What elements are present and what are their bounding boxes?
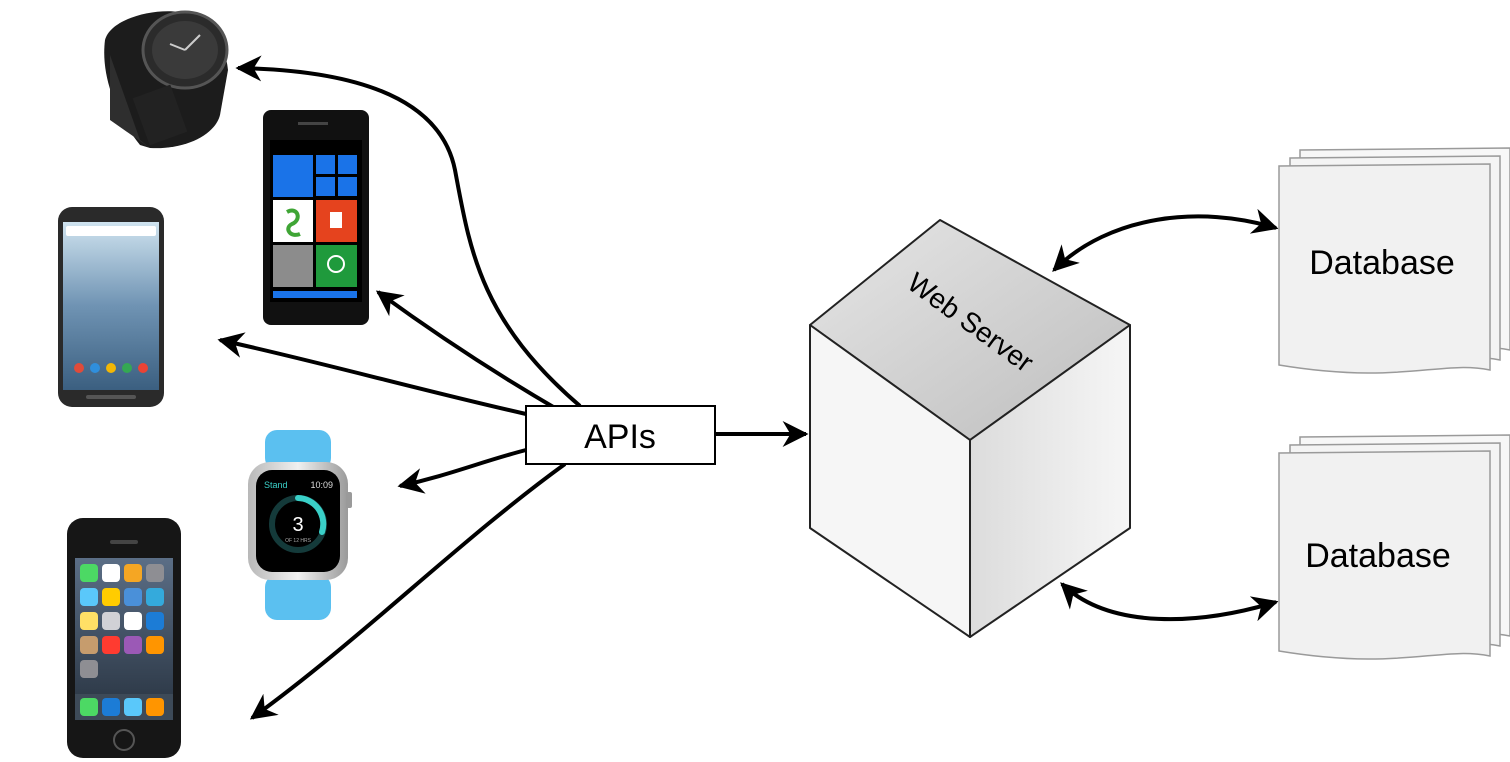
- arrow-to-iphone: [249, 462, 567, 720]
- apple-watch-caption: OF 12 HRS: [285, 538, 312, 544]
- iphone-icon: [67, 518, 181, 758]
- database-2-label: Database: [1305, 537, 1451, 575]
- arrow-to-apple-watch: [397, 448, 527, 494]
- smartwatch-icon: [104, 10, 229, 149]
- arrow-to-round-smartwatch: [235, 55, 582, 408]
- apis-node: APIs: [525, 405, 716, 465]
- apple-watch-icon: Stand 10:09 3 OF 12 HRS: [248, 430, 352, 620]
- apple-watch-title: Stand: [264, 480, 288, 490]
- database-1-label: Database: [1309, 244, 1455, 282]
- arrow-to-android-phone: [217, 332, 527, 416]
- android-phone-icon: [58, 207, 164, 407]
- iphone-app-grid: [75, 564, 173, 720]
- apple-watch-value: 3: [292, 514, 303, 536]
- arrow-web-server-database-1: [1052, 208, 1279, 272]
- arrows: [217, 55, 1279, 720]
- windows-phone-icon: [263, 110, 369, 325]
- arrow-web-server-database-2: [1060, 582, 1279, 622]
- apis-label: APIs: [584, 418, 656, 456]
- web-server-cube: Web Server: [809, 219, 1131, 638]
- apple-watch-time: 10:09: [310, 480, 333, 490]
- cube-right-face: [969, 324, 1131, 638]
- database-1: Database: [1278, 147, 1510, 374]
- arrow-to-windows-phone: [375, 290, 557, 410]
- database-2: Database: [1278, 434, 1510, 660]
